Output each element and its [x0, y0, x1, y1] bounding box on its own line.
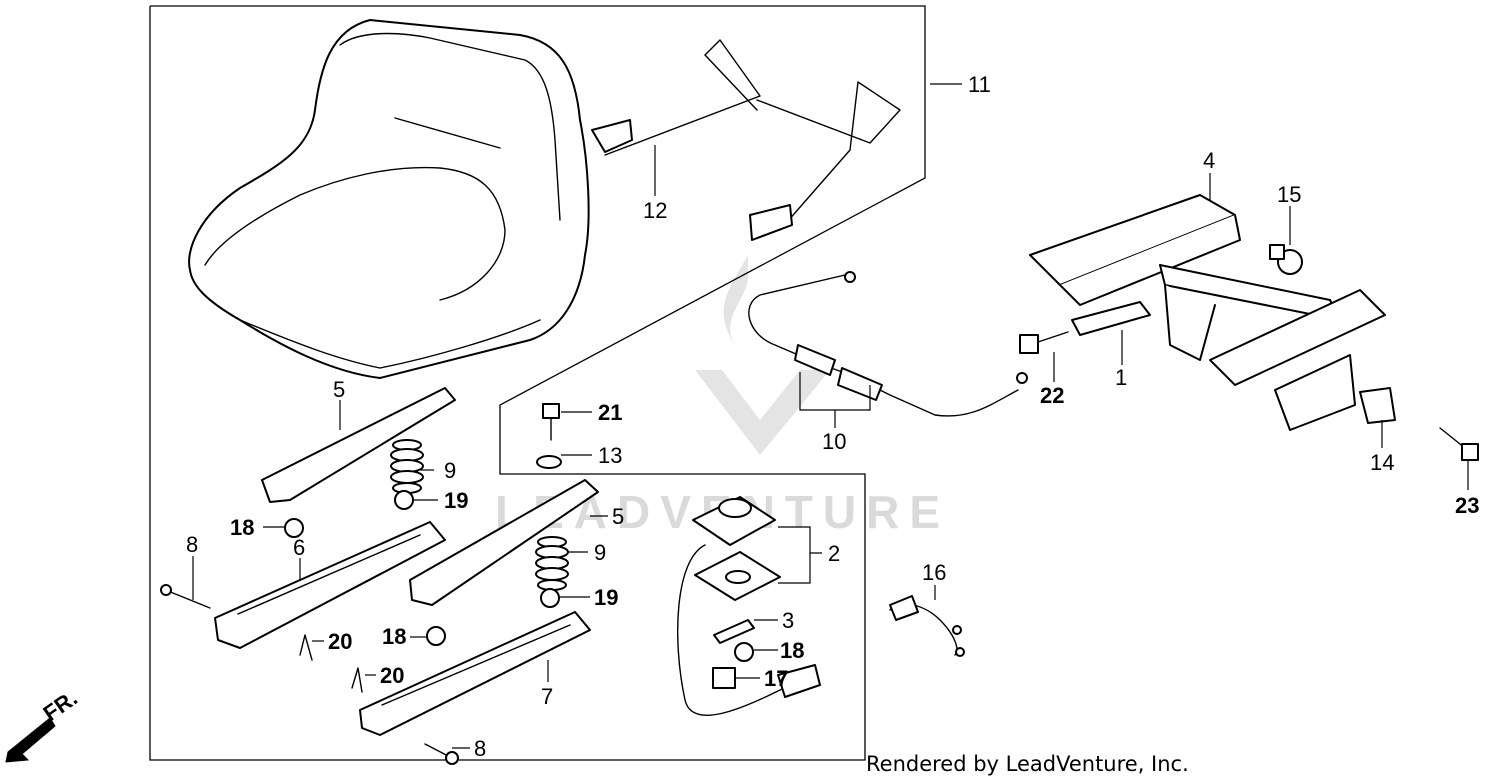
bolt-23: [1439, 427, 1479, 461]
callout-10: 10: [822, 429, 846, 454]
callout-12: 12: [643, 198, 667, 223]
seat-rail-5-upper: [261, 387, 456, 503]
callout-7: 7: [541, 684, 553, 709]
clip-20-upper: [299, 634, 313, 661]
callout-9-upper: 9: [444, 458, 456, 483]
clip-17: [712, 667, 736, 689]
bolt-21: [542, 403, 560, 441]
washer-13: [536, 455, 562, 469]
clamp-16: [889, 595, 965, 657]
seat-assembly-frame: [149, 5, 926, 761]
nut-18-right: [734, 642, 754, 662]
callout-21: 21: [598, 400, 622, 425]
callout-8-upper: 8: [186, 532, 198, 557]
harness-10: [748, 271, 1028, 417]
callout-2: 2: [828, 541, 840, 566]
callout-6: 6: [293, 535, 305, 560]
callout-1: 1: [1115, 365, 1127, 390]
callout-19-lower: 19: [594, 585, 618, 610]
pin-8-upper: [160, 584, 211, 609]
callout-20-lower: 20: [380, 663, 404, 688]
pin-8-lower: [424, 743, 459, 765]
nut-18-mid: [426, 626, 446, 646]
spring-9-lower: [535, 536, 569, 591]
nut-18-left: [284, 518, 304, 538]
clamp-3: [713, 619, 755, 644]
callout-4: 4: [1203, 148, 1215, 173]
seat-rail-5-lower: [409, 479, 599, 606]
render-credit: Rendered by LeadVenture, Inc.: [866, 752, 1189, 776]
callout-11: 11: [968, 72, 991, 97]
leadventure-logo-icon: [695, 255, 830, 455]
callout-18-left: 18: [230, 515, 254, 540]
callout-8-lower: 8: [474, 736, 486, 761]
callout-23: 23: [1455, 493, 1479, 518]
clip-14: [1359, 387, 1396, 424]
switch-connector: [777, 664, 821, 698]
callout-9-lower: 9: [594, 540, 606, 565]
callout-3: 3: [782, 608, 794, 633]
bolt-22: [1019, 331, 1069, 354]
front-direction-indicator: FR.: [5, 685, 82, 763]
clip-20-lower: [351, 667, 363, 693]
callout-22: 22: [1040, 383, 1064, 408]
front-label: FR.: [39, 685, 82, 726]
seat-frame-4: [1029, 194, 1386, 431]
nut-19-upper: [394, 490, 414, 510]
callout-18-mid: 18: [382, 624, 406, 649]
callout-15: 15: [1277, 182, 1301, 207]
callout-19-upper: 19: [444, 488, 468, 513]
callout-17: 17: [764, 666, 788, 691]
callout-14: 14: [1370, 450, 1394, 475]
bracket-1: [1071, 301, 1151, 336]
callout-13: 13: [598, 443, 622, 468]
leader-lines: [192, 83, 1469, 749]
seat-rail-7: [359, 611, 591, 736]
spring-9-upper: [390, 439, 424, 494]
callout-16: 16: [922, 560, 946, 585]
callout-20-upper: 20: [328, 629, 352, 654]
nut-15: [1269, 244, 1303, 275]
callout-5-upper: 5: [333, 377, 345, 402]
nut-19-lower: [540, 588, 560, 608]
seat-rail-6: [214, 521, 446, 649]
callout-5-lower: 5: [612, 504, 624, 529]
seat-rod-12: [591, 39, 901, 241]
seat-cushion: [188, 19, 590, 379]
callout-18-right: 18: [780, 638, 804, 663]
front-arrow-icon: [5, 717, 56, 763]
seat-switch-2: [676, 496, 801, 716]
